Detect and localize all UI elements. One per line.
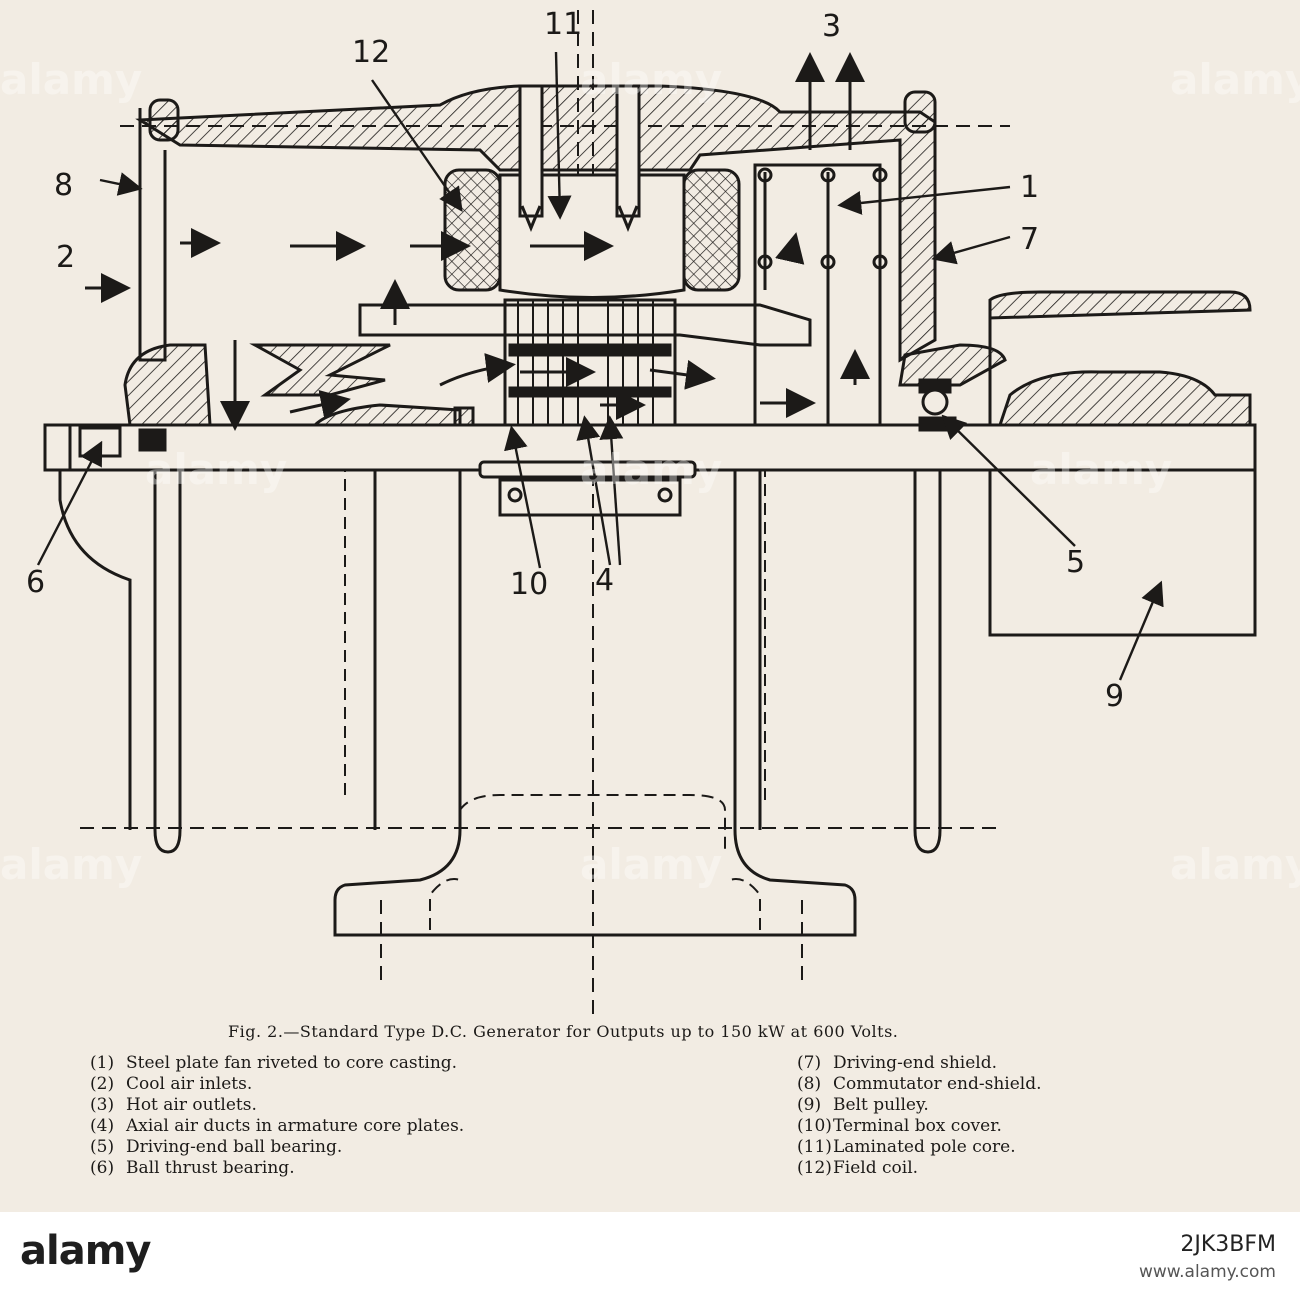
image-id: 2JK3BFM: [1180, 1232, 1276, 1257]
legend-item: (7) Driving-end shield.: [797, 1053, 1042, 1074]
legend-text: Axial air ducts in armature core plates.: [126, 1116, 465, 1136]
stock-footer-bar: [0, 1212, 1300, 1300]
generator-cross-section-drawing: [36, 10, 1257, 1018]
legend-text: Commutator end-shield.: [833, 1074, 1042, 1094]
legend-item: (5) Driving-end ball bearing.: [90, 1137, 464, 1158]
legend-text: Driving-end ball bearing.: [126, 1137, 343, 1157]
legend-item: (3) Hot air outlets.: [90, 1095, 464, 1116]
belt-pulley: [988, 290, 1257, 637]
legend-item: (1) Steel plate fan riveted to core casti…: [90, 1053, 464, 1074]
legend-text: Hot air outlets.: [126, 1095, 257, 1115]
legend-number: (2): [90, 1074, 115, 1094]
legend-number: (7): [797, 1053, 822, 1073]
legend-left-column: (1) Steel plate fan riveted to core casti…: [90, 1053, 464, 1179]
legend-right-column: (7) Driving-end shield. (8) Commutator end…: [797, 1053, 1042, 1179]
end-shields: [123, 343, 1007, 427]
shaft: [43, 423, 1257, 479]
legend-text: Ball thrust bearing.: [126, 1158, 295, 1178]
legend-text: Cool air inlets.: [126, 1074, 253, 1094]
callout-7: 7: [1020, 222, 1040, 257]
stock-url: www.alamy.com: [1138, 1262, 1276, 1282]
callout-1: 1: [1020, 170, 1040, 205]
callout-12: 12: [352, 35, 391, 70]
callout-4: 4: [595, 563, 615, 598]
alamy-logo: alamy: [20, 1228, 151, 1274]
legend-number: (12): [797, 1158, 832, 1178]
callout-3: 3: [822, 9, 842, 44]
legend-number: (6): [90, 1158, 115, 1178]
legend-text: Steel plate fan riveted to core casting.: [126, 1053, 458, 1073]
legend-item: (10)Terminal box cover.: [797, 1116, 1042, 1137]
legend-item: (12)Field coil.: [797, 1158, 1042, 1179]
callout-8: 8: [54, 168, 74, 203]
air-flow-arrows: [85, 52, 870, 431]
legend-text: Terminal box cover.: [833, 1116, 1002, 1136]
legend-text: Belt pulley.: [833, 1095, 929, 1115]
legend-item: (11)Laminated pole core.: [797, 1137, 1042, 1158]
legend-number: (4): [90, 1116, 115, 1136]
legend-number: (11): [797, 1137, 832, 1157]
legend-number: (9): [797, 1095, 822, 1115]
legend-text: Driving-end shield.: [833, 1053, 997, 1073]
legend-item: (4) Axial air ducts in armature core plat…: [90, 1116, 464, 1137]
legend-number: (1): [90, 1053, 115, 1073]
callout-10: 10: [510, 567, 549, 602]
callout-11: 11: [544, 7, 583, 42]
figure-caption: Fig. 2.—Standard Type D.C. Generator for…: [228, 1022, 899, 1041]
pole-and-field-coils: [443, 84, 741, 299]
legend-number: (8): [797, 1074, 822, 1094]
legend-text: Laminated pole core.: [833, 1137, 1016, 1157]
callout-6: 6: [26, 565, 46, 600]
armature-core: [503, 298, 677, 432]
callout-2: 2: [56, 240, 76, 275]
leader-lines: [36, 51, 1164, 681]
legend-item: (8) Commutator end-shield.: [797, 1074, 1042, 1095]
legend-number: (3): [90, 1095, 115, 1115]
legend-text: Field coil.: [833, 1158, 919, 1178]
hidden-lines: [344, 470, 766, 930]
legend-item: (9) Belt pulley.: [797, 1095, 1042, 1116]
legend-item: (6) Ball thrust bearing.: [90, 1158, 464, 1179]
legend-number: (10): [797, 1116, 832, 1136]
legend-number: (5): [90, 1137, 115, 1157]
callout-5: 5: [1066, 545, 1086, 580]
callout-9: 9: [1105, 679, 1125, 714]
frame-and-feet: [58, 470, 942, 937]
legend-item: (2) Cool air inlets.: [90, 1074, 464, 1095]
